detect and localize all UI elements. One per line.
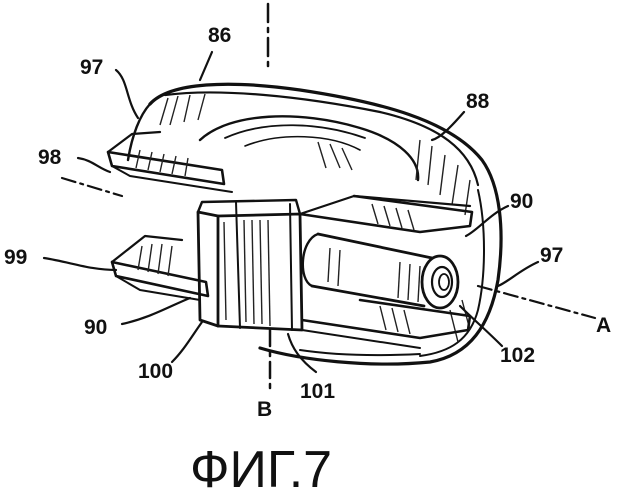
label-86: 86 [208,24,231,47]
axis-b-line [268,4,270,388]
label-axis-b: B [257,398,272,421]
reference-labels: 86 97 88 98 90 97 99 90 100 101 102 A B [4,24,611,421]
label-97-right: 97 [540,244,563,267]
center-block [198,200,302,330]
cylinder-part [303,234,458,308]
upper-right-rail [300,196,472,232]
label-88: 88 [466,90,490,113]
figure-caption: ФИГ.7 [190,441,332,499]
lower-left-rail [112,236,208,300]
label-99: 99 [4,246,27,269]
label-97-top: 97 [80,56,103,79]
label-90-right: 90 [510,190,533,213]
label-90-left: 90 [84,316,107,339]
upper-left-rail [108,132,232,192]
label-100: 100 [138,360,173,383]
label-102: 102 [500,344,535,367]
label-98: 98 [38,146,62,169]
label-axis-a: A [596,314,611,337]
label-101: 101 [300,380,335,403]
